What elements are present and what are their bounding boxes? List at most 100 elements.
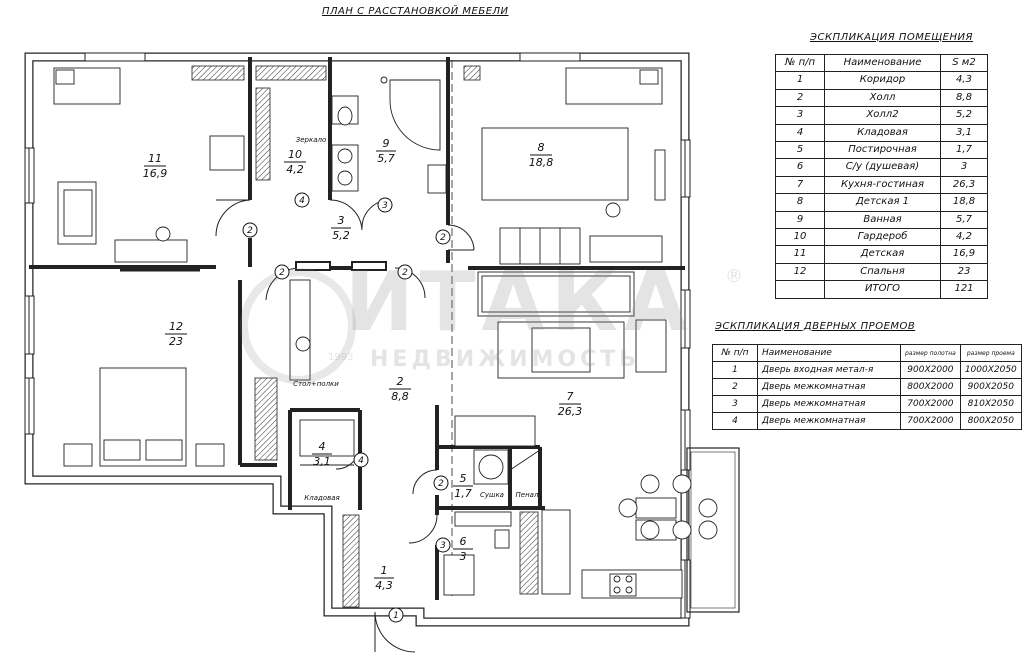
cell-name: Спальня	[824, 262, 941, 282]
cell-number: 8	[775, 193, 825, 212]
corridor-fixtures	[295, 261, 387, 466]
watermark-registered: ®	[725, 266, 743, 287]
plan-title: ПЛАН С РАССТАНОВКОЙ МЕБЕЛИ	[322, 6, 509, 17]
cell-name: С/у (душевая)	[824, 158, 941, 177]
doors-table-title: ЭСКПЛИКАЦИЯ ДВЕРНЫХ ПРОЕМОВ	[715, 321, 916, 332]
cell-name: Дверь межкомнатная	[757, 412, 901, 430]
wardrobes	[191, 65, 539, 608]
watermark-subtitle: НЕДВИЖИМОСТЬ	[370, 347, 641, 372]
room-7-furniture	[454, 271, 718, 599]
cell-area: 5,7	[940, 210, 988, 230]
cell-name: Дверь входная метал-я	[757, 361, 901, 379]
watermark-brand: ИТАКА	[345, 255, 694, 350]
cell-name: Холл	[824, 88, 941, 108]
cell-name: Дверь межкомнатная	[757, 395, 901, 413]
cell-name: Кухня-гостиная	[824, 175, 941, 195]
cell-number: 1	[712, 361, 758, 379]
windows	[24, 52, 691, 619]
col-header-number: № п/п	[775, 53, 825, 73]
cell-name: Постирочная	[824, 141, 941, 160]
cell-number: 2	[712, 378, 758, 396]
cell-area: 5,2	[940, 106, 988, 125]
cell-number: 5	[775, 141, 825, 160]
cell-name: Холл2	[824, 106, 941, 125]
room-8-furniture	[481, 67, 666, 265]
cell-number: 10	[775, 228, 825, 247]
doors-table: № п/п Наименование размер полотна размер…	[712, 344, 1022, 430]
interior-walls	[29, 57, 685, 600]
cell-opening-size: 900Х2050	[959, 378, 1022, 396]
cell-area: 3,1	[940, 123, 988, 143]
bathroom-9-fixtures	[331, 76, 447, 194]
cell-area: 26,3	[940, 175, 988, 195]
rooms-table-title: ЭСКПЛИКАЦИЯ ПОМЕЩЕНИЯ	[810, 32, 973, 43]
col-header-opening-size: размер проема	[959, 344, 1022, 362]
cell-area: 4,2	[940, 228, 988, 247]
cell-name: Коридор	[824, 71, 941, 90]
cell-opening-size: 1000Х2050	[959, 361, 1022, 379]
cell-name: Детская 1	[824, 193, 941, 212]
cell-name: Гардероб	[824, 228, 941, 247]
cell-number: 3	[775, 106, 825, 125]
cell-area: 23	[940, 262, 988, 282]
cell-number: 6	[775, 158, 825, 177]
doors-table-header: № п/п Наименование размер полотна размер…	[712, 344, 1022, 362]
door-swings	[215, 199, 475, 653]
watermark-logo	[240, 268, 356, 384]
cell-number: 1	[775, 71, 825, 90]
cell-leaf-size: 700Х2000	[900, 412, 961, 430]
rooms-table-header: № п/п Наименование S м2	[775, 53, 988, 73]
col-header-area: S м2	[940, 53, 988, 73]
cell-number: 3	[712, 395, 758, 413]
cell-opening-size: 810Х2050	[959, 395, 1022, 413]
cell-number: 9	[775, 210, 825, 230]
cell-opening-size: 800Х2050	[959, 412, 1022, 430]
cell-area: 18,8	[940, 193, 988, 212]
cell-number: 11	[775, 245, 825, 264]
cell-number: 7	[775, 175, 825, 195]
col-header-leaf-size: размер полотна	[900, 344, 961, 362]
laundry-wc-fixtures	[443, 449, 571, 596]
col-header-name: Наименование	[757, 344, 901, 362]
cell-name: Ванная	[824, 210, 941, 230]
cell-area: 1,7	[940, 141, 988, 160]
cell-area: 3	[940, 158, 988, 177]
cell-area: 8,8	[940, 88, 988, 108]
cell-name: Дверь межкомнатная	[757, 378, 901, 396]
cell-name: Детская	[824, 245, 941, 264]
col-header-name: Наименование	[824, 53, 941, 73]
cell-name: Кладовая	[824, 123, 941, 143]
room-11-furniture	[53, 67, 245, 272]
cell-number: 4	[775, 123, 825, 143]
cell-area: 16,9	[940, 245, 988, 264]
cell-number	[775, 280, 825, 299]
cell-name: ИТОГО	[824, 280, 941, 299]
cell-number: 12	[775, 262, 825, 282]
cell-area: 4,3	[940, 71, 988, 90]
col-header-number: № п/п	[712, 344, 758, 362]
cell-leaf-size: 900Х2000	[900, 361, 961, 379]
cell-leaf-size: 700Х2000	[900, 395, 961, 413]
cell-area: 121	[940, 280, 988, 299]
cell-number: 2	[775, 88, 825, 108]
cell-leaf-size: 800Х2000	[900, 378, 961, 396]
